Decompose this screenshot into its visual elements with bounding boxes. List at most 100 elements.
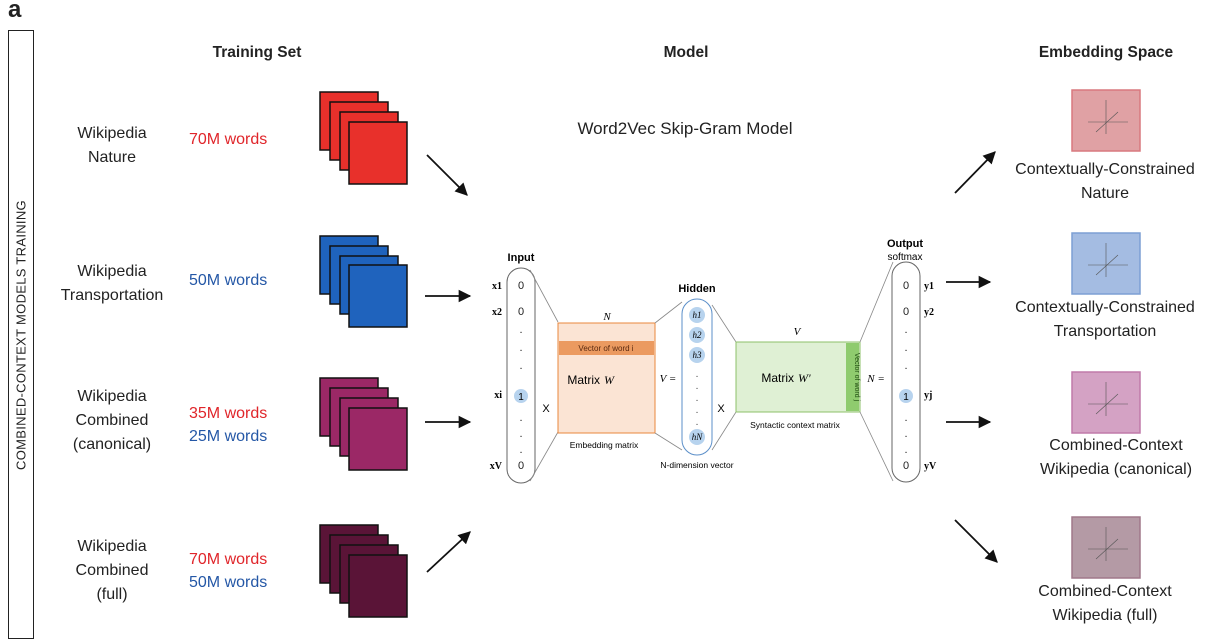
embedding-label-full: Combined-Context Wikipedia (full) (1038, 580, 1171, 628)
arrow-model-to-nature (954, 151, 996, 194)
stack-transportation (319, 235, 408, 328)
hidden-unit-3 (689, 347, 705, 363)
svg-text:0: 0 (518, 306, 524, 318)
arrow-full-to-model (426, 531, 471, 573)
matrix-w2-symbol: W' (798, 371, 811, 385)
training-set-name-line: Nature (87, 149, 137, 166)
embedding-label-line: Combined-Context (1038, 583, 1172, 600)
svg-text:.: . (696, 369, 699, 380)
matrix-w2-label: Matrix (761, 371, 794, 385)
training-set-name-line: Wikipedia (77, 125, 147, 142)
training-set-name-line: Combined (75, 412, 149, 429)
embedding-label-line: Nature (1080, 185, 1130, 202)
svg-text:0: 0 (903, 280, 909, 292)
svg-text:.: . (519, 324, 522, 336)
svg-text:.: . (904, 360, 907, 372)
embedding-label-transportation: Contextually-Constrained Transportation (1015, 296, 1195, 344)
hidden-unit-1 (689, 307, 705, 323)
svg-text:.: . (519, 444, 522, 456)
svg-text:.: . (696, 381, 699, 392)
svg-text:.: . (519, 428, 522, 440)
hidden-unit-n (689, 429, 705, 445)
header-model: Model (663, 44, 709, 61)
word-count-full-transportation: 50M words (189, 574, 268, 591)
input-label: Input (508, 252, 535, 264)
input-values: 0 0 . . . . . . 0 (518, 280, 524, 472)
arrow-nature-to-model (426, 154, 468, 196)
matrix-w2-col (846, 343, 859, 411)
input-one-hot-marker (514, 389, 528, 403)
times-2: X (717, 403, 725, 415)
word-count-canonical-nature: 35M words (189, 405, 268, 422)
output-values: 0 0 . . . . . . 0 (903, 280, 909, 472)
word-count-canonical-transportation: 25M words (189, 428, 268, 445)
softmax-label: softmax (887, 252, 922, 263)
panel-letter: a (8, 0, 22, 23)
svg-text:0: 0 (903, 306, 909, 318)
times-1: X (542, 403, 550, 415)
svg-text:1: 1 (903, 392, 909, 403)
input-one-hot-value: 1 (518, 392, 524, 403)
output-vector (891, 261, 921, 483)
training-set-name-combined-full: Wikipedia Combined (full) (76, 535, 149, 607)
svg-text:h2: h2 (693, 330, 703, 340)
matrix-w2-dim: V (794, 326, 802, 338)
output-one-hot-marker (899, 389, 913, 403)
matrix-w-symbol: W (604, 373, 615, 387)
svg-text:Vector of word j: Vector of word j (853, 353, 860, 402)
svg-text:.: . (696, 405, 699, 416)
hidden-caption: N-dimension vector (660, 460, 733, 470)
model-title: Word2Vec Skip-Gram Model (577, 119, 793, 138)
stack-nature (319, 91, 408, 185)
embedding-square-canonical (1071, 371, 1141, 434)
hidden-label: Hidden (678, 283, 716, 295)
arrow-model-to-full (954, 519, 998, 563)
input-vector (506, 267, 536, 484)
hidden-vector (681, 298, 713, 456)
training-set-name-line: Transportation (60, 287, 164, 304)
matrix-w2-caption: Syntactic context matrix (750, 420, 841, 430)
embedding-label-line: Transportation (1053, 323, 1157, 340)
header-embedding-space: Embedding Space (1038, 44, 1174, 61)
svg-text:yj: yj (924, 390, 932, 401)
embedding-square-transportation (1071, 232, 1141, 295)
svg-text:0: 0 (518, 460, 524, 472)
sidebar-label-box: COMBINED-CONTEXT MODELS TRAINING (8, 30, 34, 639)
svg-text:.: . (904, 444, 907, 456)
embedding-square-nature (1071, 89, 1141, 152)
embedding-label-line: Contextually-Constrained (1015, 161, 1195, 178)
word-count-nature: 70M words (189, 131, 268, 148)
embedding-label-line: Wikipedia (full) (1052, 607, 1158, 624)
svg-text:y2: y2 (924, 307, 934, 318)
output-var-labels: y1 y2 yj yV (924, 281, 937, 472)
svg-text:y1: y1 (924, 281, 934, 292)
svg-text:.: . (904, 428, 907, 440)
stack-combined-canonical (319, 377, 408, 471)
matrix-w2 (735, 341, 861, 413)
svg-text:.: . (519, 412, 522, 424)
svg-text:0: 0 (903, 460, 909, 472)
word-count-full-nature: 70M words (189, 551, 268, 568)
matrix-w-caption: Embedding matrix (570, 440, 639, 450)
svg-text:Vector of word i: Vector of word i (578, 344, 633, 353)
svg-text:hN: hN (692, 432, 704, 442)
svg-text:x1: x1 (492, 281, 502, 292)
training-set-name-line: (full) (96, 586, 128, 603)
training-set-name-transportation: Wikipedia Transportation (61, 260, 164, 308)
embedding-square-full (1071, 516, 1141, 579)
svg-text:.: . (519, 360, 522, 372)
matrix-w-dim: N (602, 311, 611, 323)
hidden-unit-2 (689, 327, 705, 343)
svg-text:xV: xV (490, 461, 503, 472)
svg-text:.: . (904, 342, 907, 354)
svg-text:0: 0 (518, 280, 524, 292)
svg-text:.: . (696, 417, 699, 428)
svg-text:.: . (904, 324, 907, 336)
embedding-label-line: Contextually-Constrained (1015, 299, 1195, 316)
matrix-w-row (559, 341, 654, 355)
svg-text:h1: h1 (693, 310, 702, 320)
training-set-name-nature: Wikipedia Nature (77, 122, 146, 170)
training-set-name-line: Wikipedia (77, 388, 147, 405)
embedding-label-canonical: Combined-Context Wikipedia (canonical) (1040, 434, 1192, 482)
